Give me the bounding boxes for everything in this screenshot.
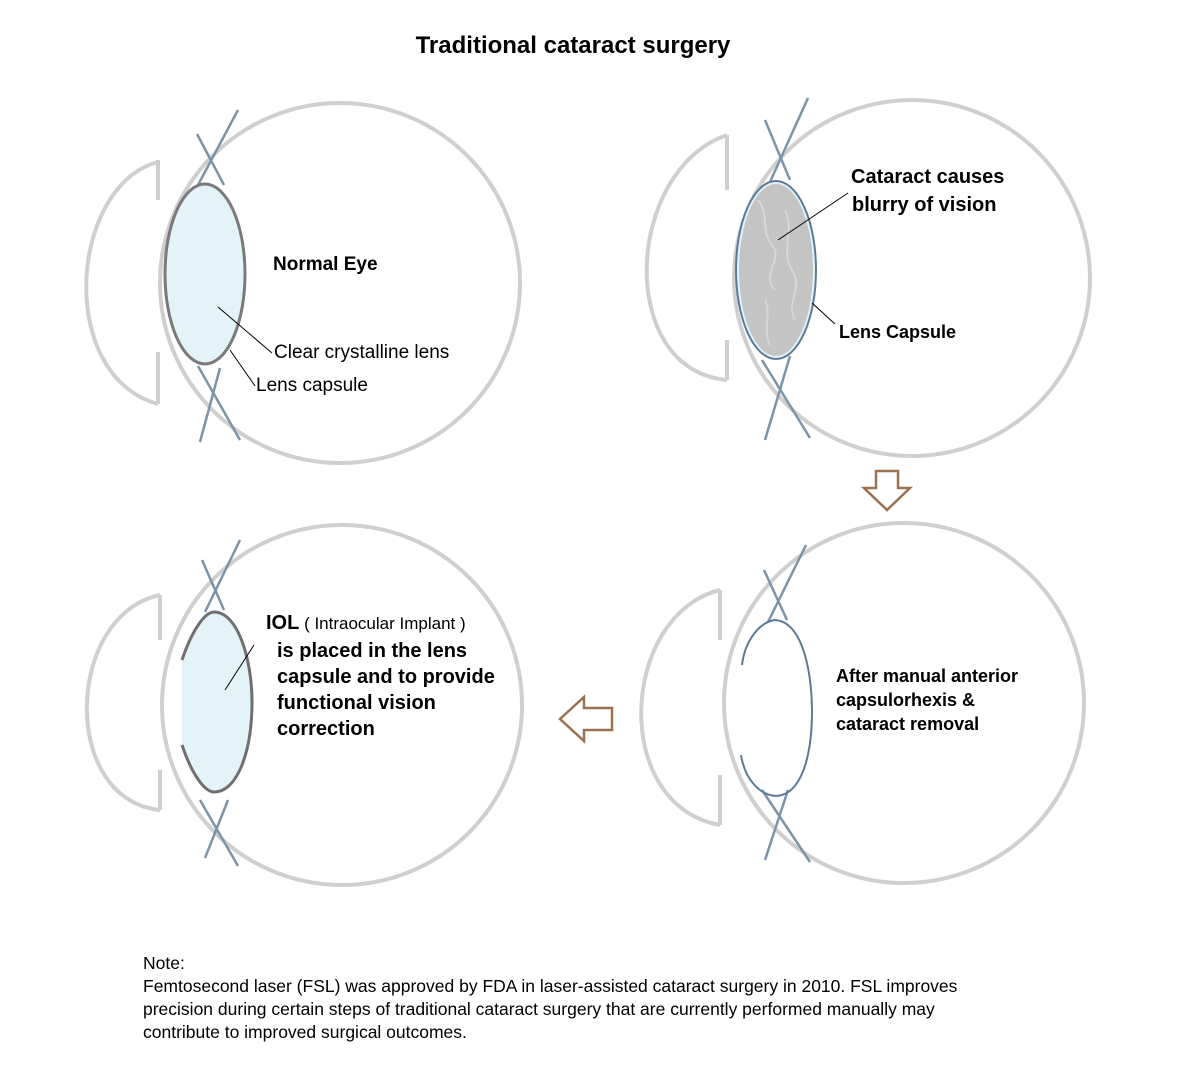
zonule-fibers: [195, 109, 242, 443]
eye-outline: [84, 101, 522, 465]
cataract-heading-line1: Cataract causes: [851, 166, 1005, 188]
normal-eye-heading: Normal Eye: [273, 254, 378, 275]
intraocular-lens: [182, 612, 252, 792]
cataract-heading-line2: blurry of vision: [852, 194, 997, 216]
iol-abbr: IOL: [266, 612, 300, 634]
note-line3: contribute to improved surgical outcomes…: [143, 1022, 467, 1042]
footnote: Note: Femtosecond laser (FSL) was approv…: [143, 952, 1153, 1044]
note-line2: precision during certain steps of tradit…: [143, 999, 935, 1019]
eye-outline: [84, 523, 524, 887]
cataract-texture: [757, 199, 798, 346]
cataract-eye-panel: [644, 97, 1092, 458]
down-arrow-icon: [860, 469, 914, 512]
iol-line3: functional vision: [277, 692, 436, 714]
iol-outline: [180, 610, 254, 794]
iol-line4: correction: [277, 718, 375, 740]
removal-eye-panel: [639, 521, 1086, 885]
zonule-fibers: [760, 97, 812, 441]
iol-title-line: IOL ( Intraocular Implant ): [266, 612, 466, 635]
removal-line1: After manual anterior: [836, 666, 1019, 686]
crystalline-lens: [163, 182, 247, 366]
note-line1: Femtosecond laser (FSL) was approved by …: [143, 976, 958, 996]
leader-line: [224, 644, 255, 691]
zonule-fibers: [198, 539, 242, 867]
iol-eye-panel: [84, 523, 524, 887]
leader-lines: [777, 192, 849, 325]
iol-expansion: ( Intraocular Implant ): [299, 614, 466, 633]
eye-outline: [639, 521, 1086, 885]
diagram-title: Traditional cataract surgery: [415, 32, 731, 59]
eye-outline: [644, 98, 1092, 458]
iol-line2: capsule and to provide: [277, 666, 495, 688]
left-arrow-icon: [558, 694, 614, 744]
open-lens-capsule: [740, 618, 814, 798]
cataract-opacity: [739, 184, 813, 356]
leader-lines: [217, 306, 273, 387]
removal-line2: capsulorhexis &: [836, 690, 976, 710]
removal-line3: cataract removal: [836, 714, 980, 734]
clear-lens-label: Clear crystalline lens: [274, 342, 450, 363]
normal-eye-panel: [84, 101, 522, 465]
zonule-fibers: [760, 544, 812, 863]
iol-line1: is placed in the lens: [277, 640, 468, 662]
cataract-capsule-label: Lens Capsule: [839, 322, 957, 342]
lens-capsule-label: Lens capsule: [256, 375, 368, 396]
note-label: Note:: [143, 953, 185, 973]
